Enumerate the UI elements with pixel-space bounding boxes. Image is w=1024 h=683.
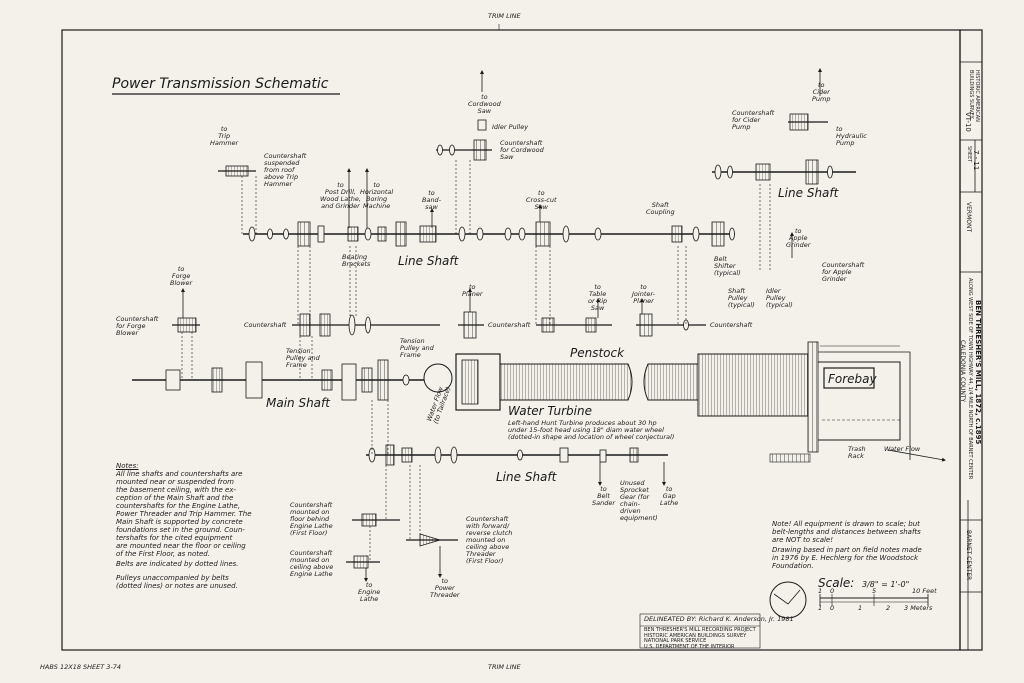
label-forebay: Forebay	[828, 372, 877, 386]
label-jointer-planer: to Jointer- Planer	[632, 283, 656, 305]
label-band-saw: to Band- saw	[422, 189, 442, 211]
note-1: All line shafts and countershafts are mo…	[116, 470, 252, 558]
sheet-size-note: HABS 12X18 SHEET 3-74	[40, 663, 122, 671]
label-line-shaft-lower: Line Shaft	[496, 470, 557, 484]
label-countershaft-cider: Countershaft for Cider Pump	[732, 109, 775, 131]
scale-m-3: 3 Meters	[904, 604, 933, 612]
scale-feet-0: 0	[830, 587, 835, 595]
scale-feet-1: 1	[818, 587, 823, 595]
label-countershaft-apple: Countershaft for Apple Grinder	[822, 261, 865, 283]
label-gap-lathe: to Gap Lathe	[660, 485, 679, 507]
label-post-drill: to Post Drill, Wood Lathe, and Grinder	[320, 181, 361, 210]
label-line-shaft-upper: Line Shaft	[398, 254, 459, 268]
label-cordwood-saw: to Cordwood Saw	[468, 93, 501, 115]
drawing-note: Drawing based in part on field notes mad…	[772, 546, 922, 570]
note-right: Note! All equipment is drawn to scale; b…	[772, 520, 921, 544]
scale-m-2: 2	[886, 604, 891, 612]
label-table-rip-saw: to Table or Rip Saw	[588, 283, 608, 312]
label-countershaft-forge: Countershaft for Forge Blower	[116, 315, 159, 337]
county: CALEDONIA COUNTY	[959, 340, 966, 403]
label-water-turbine: Water Turbine	[508, 404, 592, 418]
label-tension-pulley-1: Tension Pulley and Frame	[286, 347, 320, 369]
label-countershaft-3: Countershaft	[710, 321, 753, 329]
note-2: Belts are indicated by dotted lines.	[116, 560, 239, 568]
scale-m-1b: 1	[858, 604, 863, 612]
scale-label: Scale:	[818, 576, 855, 590]
label-countershaft-1: Countershaft	[244, 321, 287, 329]
label-bearing-brackets: Bearing Brackets	[342, 253, 371, 268]
sheet-number: 7 - 11	[972, 150, 980, 171]
label-cs-engine-lathe-floor: Countershaft mounted on floor behind Eng…	[290, 501, 333, 537]
label-water-flow: Water Flow	[884, 445, 921, 453]
label-shaft-coupling: Shaft Coupling	[646, 201, 675, 216]
label-penstock: Penstock	[570, 346, 625, 360]
note-3: Pulleys unaccompanied by belts (dotted l…	[116, 574, 238, 590]
label-forge-blower: to Forge Blower	[170, 265, 193, 287]
label-tension-pulley-2: Tension Pulley and Frame	[400, 337, 434, 359]
state: VERMONT	[965, 202, 972, 233]
label-idler-pulley-typ: Idler Pulley (typical)	[766, 287, 793, 309]
label-unused-sprocket: Unused Sprocket Gear (for chain- driven …	[620, 479, 658, 522]
label-countershaft-roof: Countershaft suspended from roof above T…	[264, 152, 307, 188]
mill-name: BEN THRESHER'S MILL, 1872, c.1895	[974, 300, 982, 445]
label-trip-hammer: to Trip Hammer	[210, 125, 239, 147]
label-countershaft-2: Countershaft	[488, 321, 531, 329]
label-cs-engine-lathe-ceiling: Countershaft mounted on ceiling above En…	[290, 549, 334, 578]
label-engine-lathe: to Engine Lathe	[358, 581, 381, 603]
scale-m-1: 1	[818, 604, 823, 612]
label-hydraulic-pump: to Hydraulic Pump	[836, 125, 867, 147]
label-shaft-pulley: Shaft Pulley (typical)	[728, 287, 755, 309]
label-apple-grinder: to Apple Grinder	[786, 227, 811, 249]
label-cross-cut-saw: to Cross-cut Saw	[526, 189, 557, 211]
scale-feet-10: 10 Feet	[912, 587, 937, 595]
label-water-turbine-note: Left-hand Hunt Turbine produces about 30…	[508, 419, 675, 441]
delineated-by: DELINEATED BY: Richard K. Anderson, Jr. …	[644, 615, 794, 623]
label-trash-rack: Trash Rack	[848, 445, 866, 460]
scale-m-0: 0	[830, 604, 835, 612]
label-power-threader: to Power Threader	[430, 577, 460, 599]
label-idler-pulley: Idler Pulley	[492, 123, 529, 131]
scale-feet-5: 5	[872, 587, 877, 595]
label-line-shaft-upper-right: Line Shaft	[778, 186, 839, 200]
label-main-shaft: Main Shaft	[266, 396, 330, 410]
drawing-title: Power Transmission Schematic	[112, 76, 329, 92]
scale-fraction: 3/8" = 1'-0"	[862, 580, 910, 589]
project-box: BEN THRESHER'S MILL RECORDING PROJECT HI…	[644, 627, 756, 650]
survey-number: VT-10	[964, 112, 972, 132]
place: BARNET CENTER	[965, 530, 972, 581]
label-countershaft-cordwood: Countershaft for Cordwood Saw	[500, 139, 544, 161]
trim-line-top: TRIM LINE	[488, 12, 521, 20]
label-cider-pump: to Cider Pump	[812, 81, 831, 103]
label-horizontal-boring: to Horizontal Boring Machine	[360, 181, 394, 210]
label-belt-shifter: Belt Shifter (typical)	[714, 255, 741, 277]
label-planer: to Planer	[462, 283, 483, 298]
notes-title: Notes:	[116, 462, 139, 470]
label-belt-sander: to Belt Sander	[592, 485, 616, 507]
mill-location: ALONG WEST SIDE OF TOWN HIGHWAY 44, 1/4 …	[967, 278, 973, 480]
label-cs-threader: Countershaft with forward/ reverse clutc…	[466, 515, 513, 565]
trim-line-bottom: TRIM LINE	[488, 663, 521, 671]
